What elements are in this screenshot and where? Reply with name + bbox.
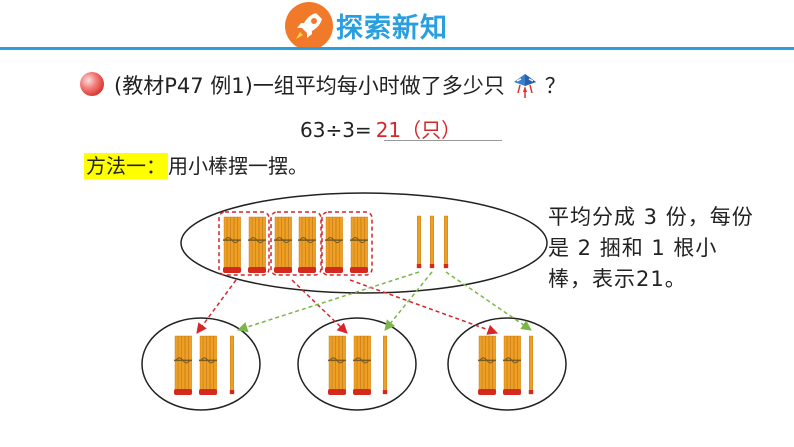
stick-bundle xyxy=(248,216,266,273)
red-arrow xyxy=(291,279,348,334)
single-stick xyxy=(443,215,449,269)
header-badge xyxy=(285,2,333,50)
stick-bundle xyxy=(174,335,192,395)
green-arrow xyxy=(237,271,420,333)
top-ellipse xyxy=(180,192,548,294)
group-box xyxy=(218,211,270,276)
stick-bundle xyxy=(298,216,316,273)
method-text: 用小棒摆一摆。 xyxy=(168,154,308,178)
method-label: 方法一： xyxy=(84,153,168,179)
question-text: 一组平均每小时做了多少只 xyxy=(252,74,505,98)
stick-bundle xyxy=(503,335,521,395)
rocket-icon xyxy=(296,13,322,39)
method-line: 方法一：用小棒摆一摆。 xyxy=(84,150,308,179)
kite-icon xyxy=(511,71,539,104)
bottom-ellipse-right xyxy=(447,317,567,411)
single-stick xyxy=(528,335,534,395)
answer-underline xyxy=(384,140,502,141)
stick-bundle xyxy=(353,335,371,395)
equation: 63÷3=21（只） xyxy=(300,114,461,143)
group-box xyxy=(270,211,322,276)
question: (教材P47 例1)一组平均每小时做了多少只 ？ xyxy=(114,70,566,104)
single-stick xyxy=(416,215,422,269)
stick-bundle xyxy=(325,216,343,273)
single-stick xyxy=(382,335,388,395)
equation-answer: 21（只） xyxy=(375,118,462,142)
question-suffix: ？ xyxy=(544,74,566,98)
bottom-ellipse-left xyxy=(141,317,261,411)
bullet-ball xyxy=(80,72,104,96)
stick-bundle xyxy=(223,216,241,273)
green-arrow xyxy=(445,271,532,331)
stick-bundle xyxy=(350,216,368,273)
stick-bundle xyxy=(199,335,217,395)
explanation-note: 平均分成 3 份，每份是 2 捆和 1 根小棒，表示21。 xyxy=(548,205,754,291)
question-prefix: (教材P47 例1) xyxy=(114,74,253,98)
bottom-ellipse-middle xyxy=(297,317,417,411)
red-arrow xyxy=(349,279,498,335)
stick-bundle xyxy=(328,335,346,395)
green-arrow xyxy=(384,271,433,331)
single-stick xyxy=(229,335,235,395)
group-box xyxy=(321,211,373,276)
header-title: 探索新知 xyxy=(336,13,448,44)
single-stick xyxy=(429,215,435,269)
red-arrow xyxy=(196,279,237,334)
equation-expression: 63÷3= xyxy=(300,118,372,142)
stick-bundle xyxy=(274,216,292,273)
stick-bundle xyxy=(478,335,496,395)
header-underline xyxy=(0,47,794,50)
